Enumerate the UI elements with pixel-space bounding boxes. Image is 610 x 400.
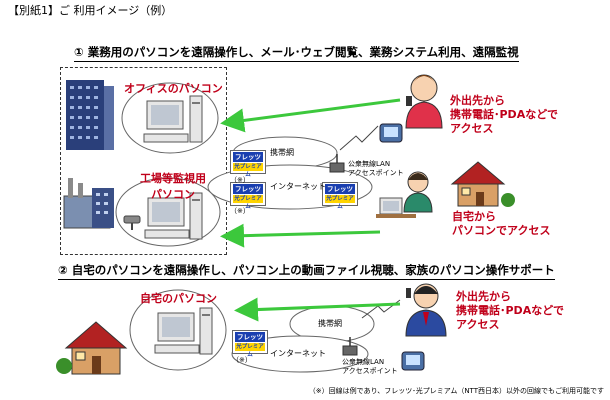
flets-logo-bottom: 光プレミアム <box>233 195 263 210</box>
home-access-label: 自宅から パソコンでアクセス <box>452 210 550 238</box>
home-pc-icon <box>154 307 213 355</box>
home-pc-label: 自宅のパソコン <box>140 292 217 305</box>
ap-label-line1: 公衆無線LAN <box>342 358 385 366</box>
wireless-link-2 <box>361 299 401 319</box>
home-access-line2: パソコンでアクセス <box>452 224 551 237</box>
access-arrow-home <box>234 297 401 322</box>
flets-logo-top: フレッツ <box>235 332 265 342</box>
note-mark-2: （※） <box>230 207 250 215</box>
internet-label-2: インターネット <box>270 349 326 358</box>
document-label: 【別紙1】ご 利用イメージ（例） <box>8 4 173 17</box>
flets-logo-bottom: 光プレミアム <box>235 343 265 358</box>
note-mark-1: （※） <box>230 176 250 184</box>
pda-icon-2 <box>401 351 425 371</box>
outdoor-access-label-2: 外出先から 携帯電話･PDAなどで アクセス <box>456 290 564 332</box>
flets-logo-section2: フレッツ 光プレミアム <box>232 330 268 358</box>
monitor-pc-label: 工場等監視用 パソコン <box>140 170 206 202</box>
ap-label-1: 公衆無線LAN アクセスポイント <box>348 160 404 178</box>
mobile-network-label-2: 携帯網 <box>318 319 342 328</box>
flets-logo-monitor: フレッツ 光プレミアム <box>230 182 266 210</box>
outdoor-access-line1: 外出先から <box>456 290 511 303</box>
flets-logo-bottom: 光プレミアム <box>233 163 263 178</box>
wireless-ap-icon-2 <box>342 337 358 356</box>
footnote: （※）回線は例であり、フレッツ･光プレミアム（NTT西日本）以外の回線でもご利用… <box>308 387 604 395</box>
ap-label-line2: アクセスポイント <box>342 367 398 375</box>
flets-logo-home-side: フレッツ 光プレミアム <box>322 182 358 210</box>
outdoor-access-label-1: 外出先から 携帯電話･PDAなどで アクセス <box>450 94 558 136</box>
business-pc-group-box <box>60 67 227 255</box>
flets-logo-office: フレッツ 光プレミアム <box>230 150 266 178</box>
monitor-pc-label-line2: パソコン <box>151 188 195 201</box>
flets-logo-top: フレッツ <box>325 184 355 194</box>
camera-icon <box>123 215 141 230</box>
outdoor-access-line1: 外出先から <box>450 94 505 107</box>
mobile-network-label: 携帯網 <box>270 148 294 157</box>
businessman-icon <box>405 283 447 337</box>
businesswoman-icon <box>405 74 443 129</box>
office-pc-label: オフィスのパソコン <box>124 82 223 95</box>
note-mark-3: （※） <box>232 356 252 364</box>
pda-icon-1 <box>379 123 403 143</box>
section2-heading: ② 自宅のパソコンを遠隔操作し、パソコン上の動画ファイル視聴、家族のパソコン操作… <box>58 262 555 280</box>
section1-heading: ① 業務用のパソコンを遠隔操作し、メール･ウェブ閲覧、業務システム利用、遠隔監視 <box>74 44 519 62</box>
outdoor-access-line3: アクセス <box>456 318 500 331</box>
access-arrow-top <box>220 98 401 133</box>
ap-label-2: 公衆無線LAN アクセスポイント <box>342 358 398 376</box>
office-pc-icon <box>143 95 203 143</box>
wireless-link-1 <box>339 125 379 151</box>
outdoor-access-line2: 携帯電話･PDAなどで <box>456 304 564 317</box>
house-icon-2 <box>56 321 128 375</box>
outdoor-access-line3: アクセス <box>450 122 494 135</box>
factory-icon <box>63 178 114 229</box>
flets-logo-top: フレッツ <box>233 184 263 194</box>
access-arrow-bottom <box>220 223 381 248</box>
flets-logo-bottom: 光プレミアム <box>325 195 355 210</box>
office-building-icon <box>66 80 114 150</box>
flets-logo-top: フレッツ <box>233 152 263 162</box>
monitor-pc-label-line1: 工場等監視用 <box>140 172 206 185</box>
ap-label-line2: アクセスポイント <box>348 169 404 177</box>
man-at-pc-icon <box>376 171 433 218</box>
wireless-ap-icon-1 <box>329 154 345 173</box>
outdoor-access-line2: 携帯電話･PDAなどで <box>450 108 558 121</box>
ap-label-line1: 公衆無線LAN <box>348 160 391 168</box>
internet-label: インターネット <box>270 182 326 191</box>
monitor-pc-icon <box>144 192 203 240</box>
house-icon-1 <box>450 161 515 207</box>
home-access-line1: 自宅から <box>452 210 496 223</box>
